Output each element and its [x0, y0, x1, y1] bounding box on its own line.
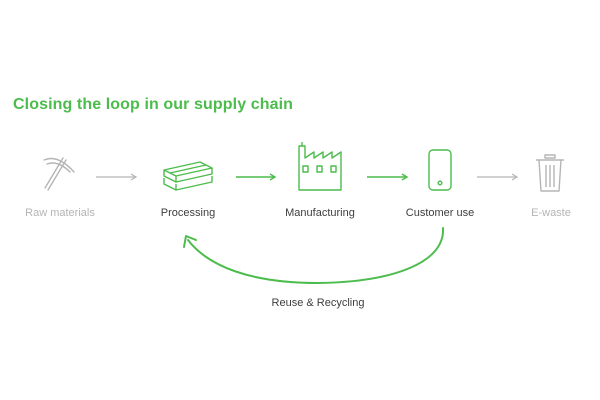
pickaxe-icon — [43, 157, 75, 191]
smartphone-icon — [428, 149, 452, 191]
reuse-recycling-loop-arrow — [187, 227, 445, 285]
step-label-raw-materials: Raw materials — [25, 207, 95, 219]
loop-arrowhead — [183, 235, 197, 248]
stacked-bars-icon — [163, 161, 213, 191]
step-label-processing: Processing — [160, 207, 216, 219]
step-label-manufacturing: Manufacturing — [285, 207, 355, 219]
factory-icon — [298, 142, 342, 191]
loop-label: Reuse & Recycling — [271, 297, 365, 309]
trash-can-icon — [536, 154, 564, 192]
diagram-title: Closing the loop in our supply chain — [13, 96, 294, 113]
step-label-e-waste: E-waste — [531, 207, 571, 219]
step-label-customer-use: Customer use — [405, 207, 475, 219]
